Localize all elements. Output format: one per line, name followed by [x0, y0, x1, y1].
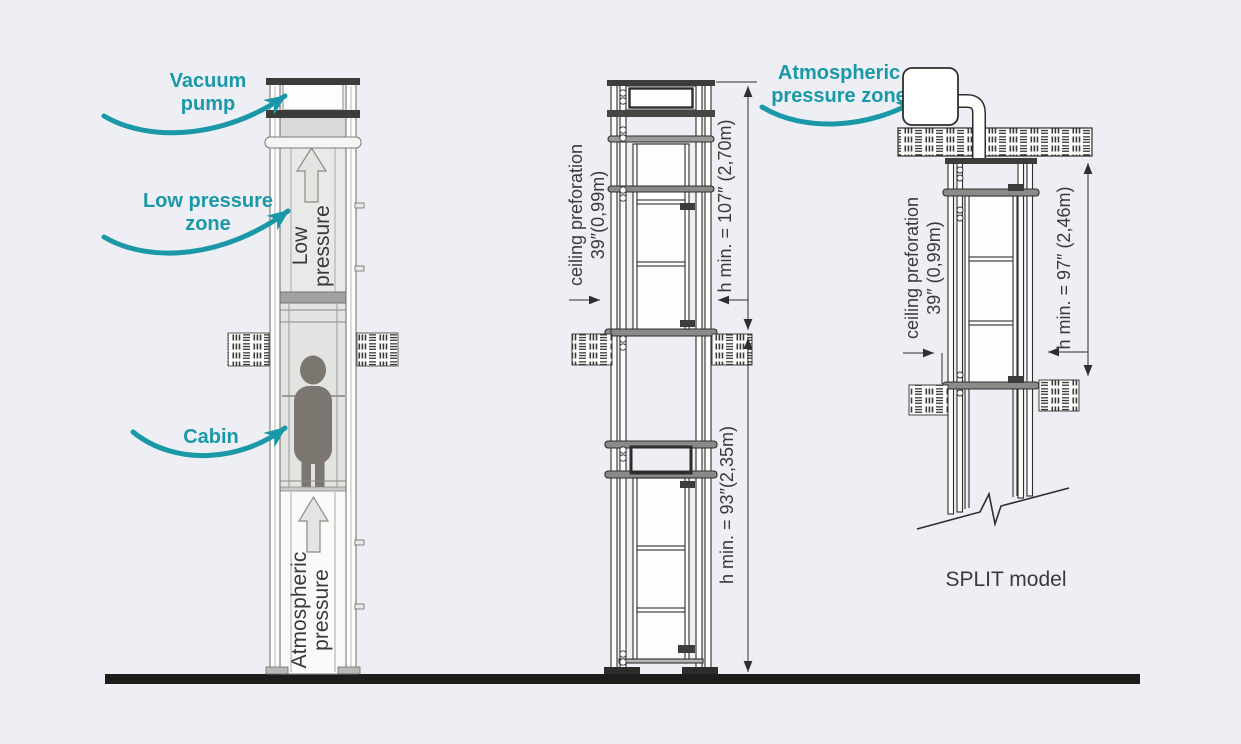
rail [704, 83, 712, 673]
dimension-elevator [571, 80, 753, 674]
lower-door-frame [632, 477, 690, 663]
ceiling-perforation-label-line1: ceiling preforation [566, 144, 586, 286]
upper-door-frame [632, 143, 690, 331]
door-rung [636, 199, 686, 205]
wall-hatch-left [227, 332, 270, 367]
person-figure [294, 355, 332, 487]
vacuum-pump-arrow-icon [101, 93, 288, 136]
foot [337, 666, 361, 675]
split-ceiling-perforation-line1: ceiling preforation [902, 197, 922, 339]
door-latch [678, 645, 695, 653]
perforation-bar [942, 381, 1040, 390]
door-latch [1008, 184, 1024, 191]
up-arrow-icon [297, 495, 330, 553]
rail-holes [619, 89, 627, 666]
split-height-label: h min. = 97″ (2,46m) [1054, 187, 1074, 350]
atmospheric-zone-arrow-icon [759, 97, 920, 127]
crossbar [607, 135, 715, 143]
door-frame [964, 195, 1018, 386]
foot [265, 666, 289, 675]
cabin-box [629, 445, 693, 475]
door-latch [680, 320, 695, 327]
rail-holes [956, 166, 964, 397]
door-latch [680, 203, 695, 210]
cabin-arrow-icon [130, 425, 288, 458]
floor-hatch-left [571, 333, 613, 366]
top-cap [607, 80, 715, 86]
pump-pipe [956, 95, 985, 163]
crossbar [607, 185, 715, 193]
vacuum-pump-label-line2: pump [181, 93, 235, 115]
split-annotations: ceiling preforation 39″ (0,99m) h min. =… [902, 163, 1093, 591]
cabin-floor [276, 486, 350, 492]
height-lower-label: h min. = 93″(2,35m) [717, 426, 737, 584]
head-bottom-bar [266, 110, 360, 118]
split-model-caption: SPLIT model [945, 568, 1066, 591]
upper-zone-label-line1: Low [289, 226, 312, 265]
rail [695, 83, 703, 673]
dimension-annotations: ceiling preforation 39″(0,99m) h min. = … [566, 81, 757, 672]
ground-line [105, 674, 1140, 684]
head-inner-frame [628, 87, 694, 109]
head-top-bar [266, 78, 360, 85]
split-ceiling-perforation-line2: 39″ (0,99m) [924, 221, 944, 314]
rail [619, 83, 627, 673]
split-pump-box [902, 67, 959, 126]
ceiling-bar [604, 328, 718, 337]
door-rung [636, 607, 686, 613]
door-rung [968, 256, 1014, 262]
foot [682, 667, 718, 674]
top-cap [945, 158, 1037, 164]
collar-ring [264, 136, 362, 149]
vacuum-pump-label-line1: Vacuum [170, 70, 247, 92]
low-pressure-zone-arrow-icon [101, 208, 291, 256]
side-rung [354, 603, 365, 610]
crossbar [942, 188, 1040, 197]
wall-hatch-right [356, 332, 399, 367]
lower-zone-label-line2: pressure [310, 569, 333, 651]
main-elevator: Low pressure Atmospheric pressure [227, 78, 399, 675]
floor-hatch-left [908, 384, 949, 416]
cabin-label: Cabin [183, 426, 239, 448]
up-arrow-icon [295, 146, 328, 203]
side-rung [354, 202, 365, 209]
door-latch [680, 481, 695, 488]
atmospheric-zone-label-line2: pressure zone [771, 85, 907, 107]
callouts: Vacuum pump Low pressure zone Cabin Atmo… [101, 62, 920, 458]
rail [1026, 162, 1034, 497]
rail [610, 83, 618, 673]
floor-hatch-right [711, 333, 753, 366]
low-pressure-zone-label-line1: Low pressure [143, 190, 273, 212]
foot [604, 667, 640, 674]
rail [947, 162, 955, 515]
ceiling-perforation-label-line2: 39″(0,99m) [588, 171, 608, 259]
door-latch [1008, 376, 1024, 383]
side-rung [354, 265, 365, 272]
pump-opening [282, 83, 344, 111]
side-rung [354, 539, 365, 546]
lower-zone-label-line1: Atmospheric [288, 552, 311, 669]
base-bar [618, 658, 704, 664]
floor-hatch-right [1038, 379, 1080, 412]
pump-chamber [278, 116, 348, 139]
ceiling-slab [897, 127, 1093, 157]
split-model [897, 67, 1093, 530]
break-line [916, 487, 1070, 530]
cabin-ceiling-band [273, 291, 353, 304]
low-pressure-zone-label-line2: zone [185, 213, 231, 235]
door-rung [968, 320, 1014, 326]
upper-zone-label-line2: pressure [311, 205, 334, 287]
door-rung [636, 261, 686, 267]
atmospheric-zone-label-line1: Atmospheric [778, 62, 900, 84]
rail [1017, 162, 1025, 499]
crossbar [607, 110, 715, 117]
height-upper-label: h min. = 107″ (2,70m) [715, 120, 735, 293]
door-rung [636, 545, 686, 551]
